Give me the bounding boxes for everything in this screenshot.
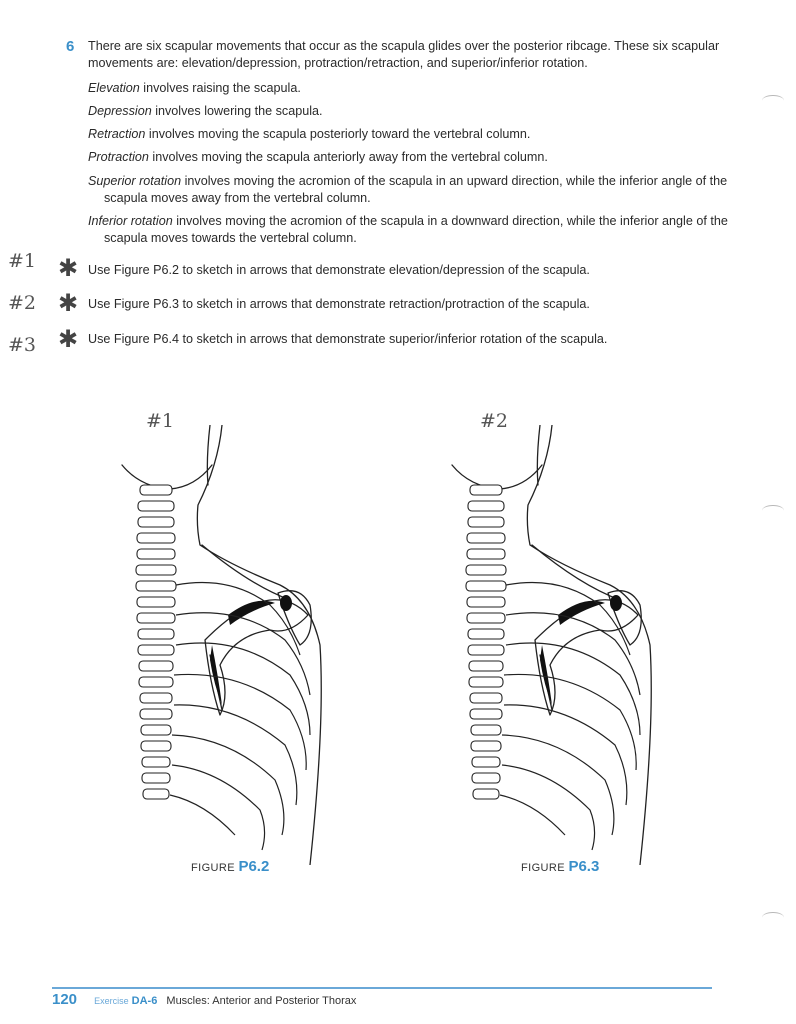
- definition-term: Superior rotation: [88, 174, 182, 188]
- posterior-thorax-illustration: [121, 425, 322, 865]
- margin-mark: [762, 505, 784, 516]
- definition-term: Retraction: [88, 127, 146, 141]
- margin-mark: [762, 95, 784, 106]
- figure-handwritten-label: #2: [480, 410, 509, 432]
- definition-inferior-rotation: Inferior rotation involves moving the ac…: [88, 213, 744, 247]
- question-number: 6: [66, 38, 75, 55]
- figure-caption-number: P6.2: [238, 858, 270, 875]
- chapter-title: Muscles: Anterior and Posterior Thorax: [166, 995, 357, 1007]
- posterior-thorax-illustration: [451, 425, 652, 865]
- definition-term: Depression: [88, 104, 152, 118]
- handwritten-label: #1: [8, 250, 37, 272]
- asterisk-icon: ✱: [58, 326, 79, 353]
- handwritten-label: #3: [8, 334, 37, 356]
- page-footer: 120 Exercise DA-6 Muscles: Anterior and …: [52, 991, 356, 1008]
- definition-term: Protraction: [88, 150, 149, 164]
- handwritten-label: #2: [8, 292, 37, 314]
- definition-term: Elevation: [88, 81, 140, 95]
- task-item: Use Figure P6.2 to sketch in arrows that…: [88, 263, 590, 277]
- definition-term: Inferior rotation: [88, 214, 173, 228]
- definition-elevation: Elevation involves raising the scapula.: [88, 80, 744, 97]
- footer-rule: [52, 987, 712, 989]
- definition-superior-rotation: Superior rotation involves moving the ac…: [88, 173, 744, 207]
- definition-text: involves lowering the scapula.: [151, 104, 323, 118]
- asterisk-icon: ✱: [58, 255, 79, 282]
- question-intro: There are six scapular movements that oc…: [88, 39, 720, 70]
- figure-caption-prefix: FIGURE: [521, 862, 565, 874]
- definition-text: involves moving the acromion of the scap…: [104, 214, 728, 245]
- task-item: Use Figure P6.4 to sketch in arrows that…: [88, 332, 608, 346]
- figure-caption: FIGURE P6.2: [191, 858, 269, 875]
- definition-retraction: Retraction involves moving the scapula p…: [88, 126, 744, 143]
- definition-protraction: Protraction involves moving the scapula …: [88, 149, 744, 166]
- definition-text: involves raising the scapula.: [139, 81, 301, 95]
- margin-mark: [762, 912, 784, 923]
- figure-caption: FIGURE P6.3: [521, 858, 599, 875]
- task-item: Use Figure P6.3 to sketch in arrows that…: [88, 297, 590, 311]
- figure-handwritten-label: #1: [146, 410, 175, 432]
- asterisk-icon: ✱: [58, 290, 79, 317]
- definition-text: involves moving the acromion of the scap…: [104, 174, 728, 205]
- definition-text: involves moving the scapula posteriorly …: [145, 127, 531, 141]
- page-number: 120: [52, 991, 78, 1008]
- figure-caption-prefix: FIGURE: [191, 862, 235, 874]
- definition-text: involves moving the scapula anteriorly a…: [148, 150, 548, 164]
- definition-depression: Depression involves lowering the scapula…: [88, 103, 744, 120]
- exercise-label: Exercise: [94, 996, 129, 1006]
- exercise-number: DA-6: [131, 995, 158, 1007]
- figure-caption-number: P6.3: [568, 858, 600, 875]
